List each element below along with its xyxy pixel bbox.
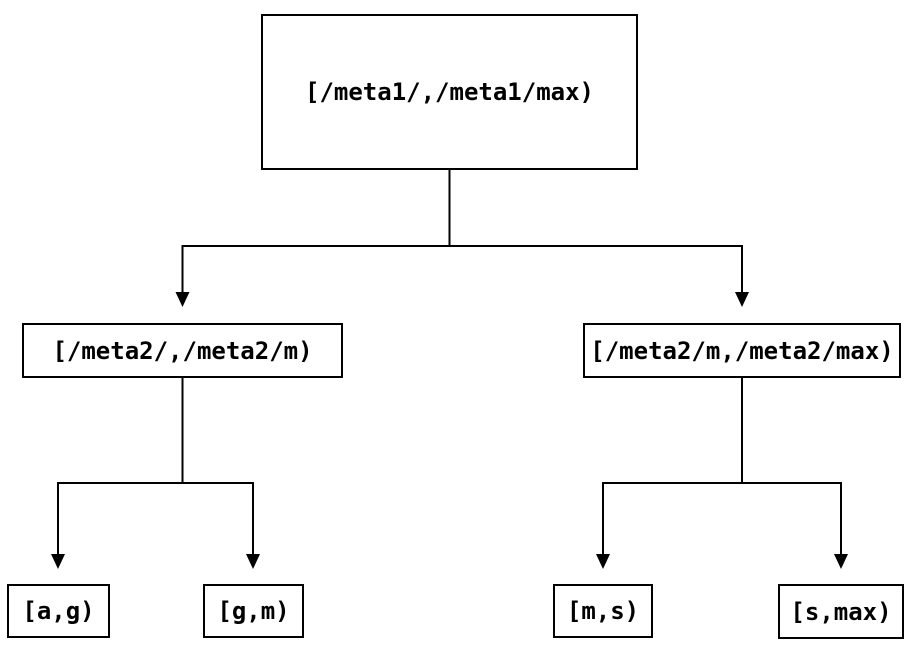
- leaf-range-m-s: [m,s): [553, 584, 653, 638]
- node-label: [g,m): [217, 597, 290, 625]
- arrowhead-down-icon: [834, 554, 848, 569]
- arrowhead-down-icon: [735, 292, 749, 307]
- node-label: [a,g): [22, 597, 95, 625]
- edge-right-to-rightleft: [602, 378, 743, 554]
- leaf-range-s-max: [s,max): [778, 584, 904, 639]
- edge-root-to-left: [181, 170, 451, 292]
- edge-root-to-right: [448, 170, 743, 292]
- node-label: [/meta1/,/meta1/max): [305, 78, 594, 106]
- node-label: [m,s): [566, 597, 640, 625]
- node-label: [s,max): [790, 597, 892, 626]
- edge-left-to-leftright: [181, 378, 254, 554]
- leaf-range-g-m: [g,m): [203, 584, 304, 638]
- arrowhead-down-icon: [596, 554, 610, 569]
- edge-left-to-leftleft: [57, 378, 184, 554]
- node-meta1-full-range: [/meta1/,/meta1/max): [261, 14, 638, 170]
- leaf-range-a-g: [a,g): [7, 584, 110, 638]
- arrowhead-down-icon: [175, 292, 190, 307]
- edge-right-to-rightright: [741, 378, 842, 554]
- arrowhead-down-icon: [51, 554, 65, 569]
- node-label: [/meta2/,/meta2/m): [52, 336, 313, 365]
- node-meta2-lower-half: [/meta2/,/meta2/m): [22, 323, 343, 378]
- node-meta2-upper-half: [/meta2/m,/meta2/max): [583, 323, 901, 378]
- arrowhead-down-icon: [246, 554, 260, 569]
- node-label: [/meta2/m,/meta2/max): [590, 336, 894, 365]
